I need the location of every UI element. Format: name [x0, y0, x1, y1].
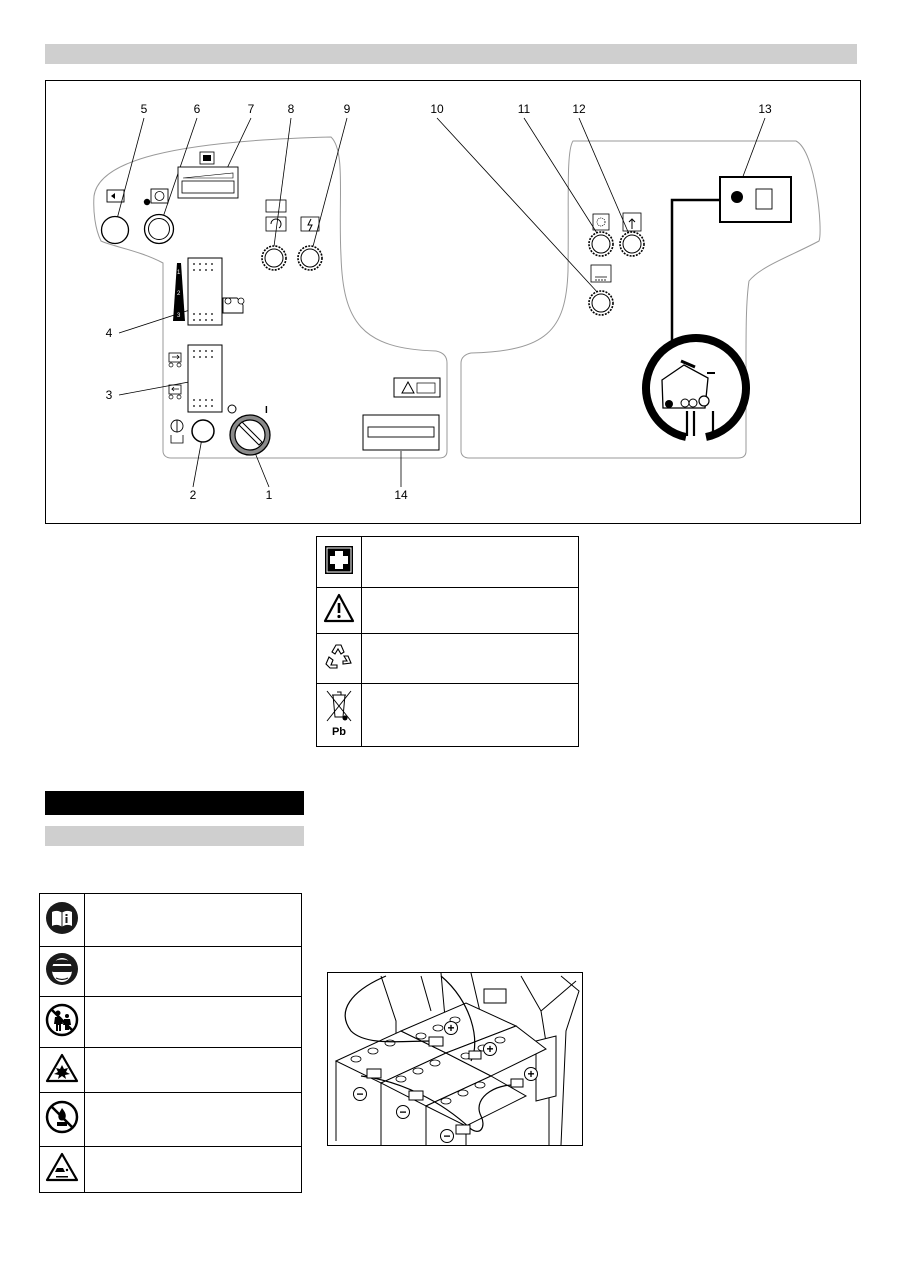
- battery-figure: + + + − − −: [327, 972, 583, 1146]
- callout-1: 1: [266, 488, 273, 502]
- table-row: [39, 946, 302, 997]
- key-switch-on-label: I: [265, 405, 268, 416]
- crossed-bin-pb-icon: Pb: [326, 690, 352, 738]
- terminal-plus-3: +: [527, 1067, 534, 1081]
- safety-description: [84, 946, 302, 997]
- callout-4: 4: [106, 326, 113, 340]
- callout-9: 9: [344, 102, 351, 116]
- terminal-plus-1: +: [447, 1021, 454, 1035]
- symbol-description: [361, 683, 579, 747]
- recycling-icon: [325, 644, 352, 669]
- battery-charge-display: [177, 151, 239, 199]
- speed-rocker-switch: 1 2 3: [173, 257, 245, 326]
- section-title-bar: [45, 791, 304, 815]
- read-manual-icon: [46, 901, 78, 934]
- safety-description: [84, 1047, 302, 1093]
- safety-description: [84, 996, 302, 1048]
- right-panel-outline: [460, 140, 821, 459]
- lift-button: [619, 212, 645, 257]
- key-switch: I: [227, 404, 271, 456]
- table-row: [316, 633, 579, 684]
- control-panel-figure: 5 6 7 8 9 10 11 12 13 4 3 2 1 14: [45, 80, 861, 524]
- horn-button: [100, 189, 130, 245]
- safety-description: [84, 893, 302, 947]
- safety-symbol-table: [39, 893, 302, 1193]
- acid-hazard-icon: [45, 1152, 79, 1182]
- speed-mark-1: 1: [177, 270, 181, 276]
- section-header-bar: [45, 44, 857, 64]
- callout-13: 13: [758, 102, 772, 116]
- subsection-bar: [45, 826, 304, 846]
- safety-description: [84, 1146, 302, 1193]
- table-row: [39, 893, 302, 947]
- symbol-description: [361, 536, 579, 588]
- eye-protection-icon: [46, 953, 78, 985]
- speed-mark-2: 2: [177, 291, 181, 297]
- indicator-lamp: [670, 176, 792, 344]
- callout-12: 12: [572, 102, 586, 116]
- warning-triangle-icon: [323, 593, 355, 623]
- pb-label: Pb: [332, 726, 346, 738]
- table-row: [316, 587, 579, 634]
- squeegee-symbol: [642, 334, 750, 441]
- label-plate: [362, 377, 441, 451]
- callout-3: 3: [106, 388, 113, 402]
- callout-14: 14: [394, 488, 408, 502]
- terminal-minus-1: −: [356, 1087, 363, 1101]
- brush-button: [588, 213, 614, 257]
- callout-8: 8: [288, 102, 295, 116]
- table-row: [39, 1146, 302, 1193]
- callout-10: 10: [430, 102, 444, 116]
- explosion-hazard-icon: [45, 1053, 79, 1082]
- operator-button: [170, 419, 215, 444]
- keep-children-away-icon: [45, 1003, 79, 1036]
- vacuum-button: [588, 264, 614, 316]
- terminal-minus-3: −: [443, 1129, 450, 1143]
- table-row: [316, 536, 579, 588]
- speed-mark-3: 3: [177, 313, 181, 319]
- table-row: [39, 996, 302, 1048]
- no-open-flame-icon: [45, 1100, 79, 1134]
- program-button: [261, 199, 287, 271]
- battery-connection-diagram: + + + − − −: [334, 973, 580, 1145]
- table-row: Pb: [316, 683, 579, 747]
- callout-11: 11: [518, 102, 531, 116]
- symbol-table: Pb: [316, 536, 579, 747]
- callout-7: 7: [248, 102, 255, 116]
- table-row: [39, 1092, 302, 1147]
- power-button: [297, 216, 323, 271]
- callout-2: 2: [190, 488, 197, 502]
- safety-description: [84, 1092, 302, 1147]
- callout-5: 5: [141, 102, 148, 116]
- symbol-description: [361, 587, 579, 634]
- symbol-description: [361, 633, 579, 684]
- direction-rocker-switch: [168, 344, 223, 413]
- parking-brake-button: [143, 188, 175, 245]
- terminal-plus-2: +: [486, 1042, 493, 1056]
- control-panel-diagram: 5 6 7 8 9 10 11 12 13 4 3 2 1 14: [93, 102, 821, 502]
- left-panel-outline: [93, 136, 448, 459]
- first-aid-icon: [325, 545, 353, 574]
- table-row: [39, 1047, 302, 1093]
- callout-6: 6: [194, 102, 201, 116]
- terminal-minus-2: −: [399, 1105, 406, 1119]
